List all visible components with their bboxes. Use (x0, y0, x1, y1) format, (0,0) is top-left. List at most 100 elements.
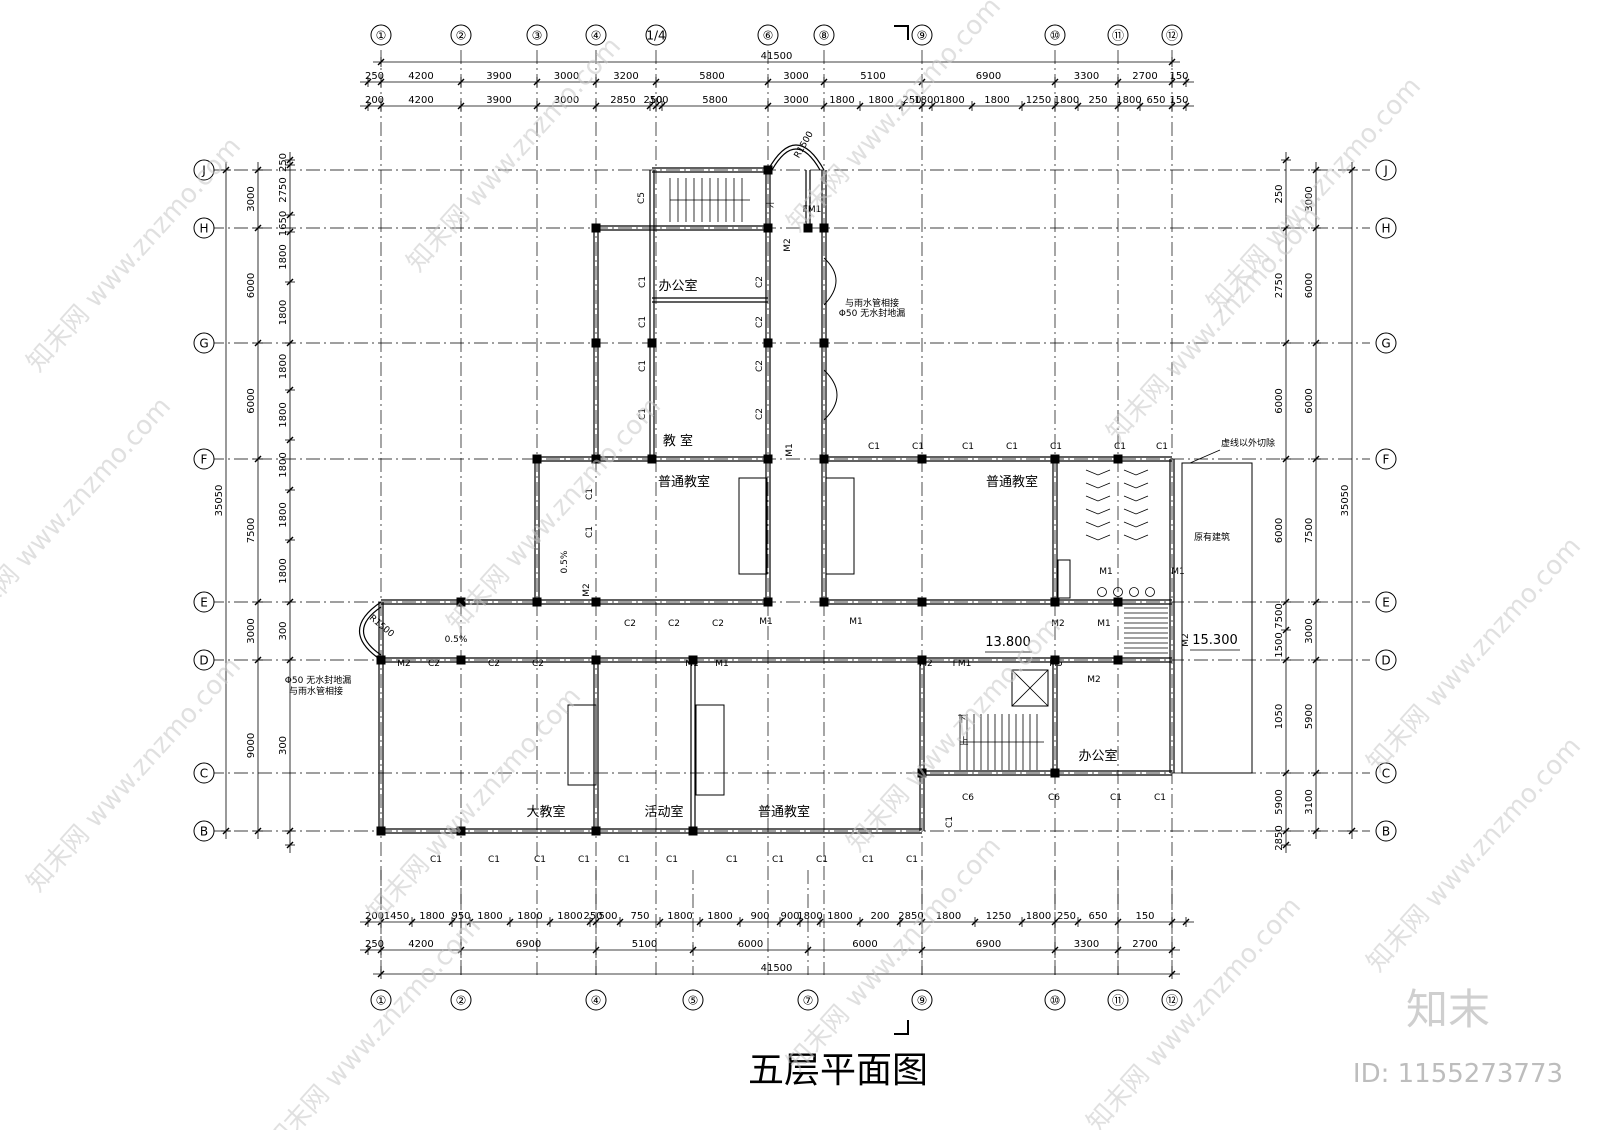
dim-top-row1-text: 3200 (613, 71, 638, 82)
dim-top-row2-slash (592, 102, 600, 110)
dim-top-row2-text: 2850 (610, 95, 635, 106)
dim-bottom-row1-slash (1168, 918, 1176, 926)
axis-left-H-label: H (199, 222, 208, 236)
watermark-text: 知末网 www.znzmo.com (781, 832, 1007, 1078)
dim-left-inner-slash (286, 598, 294, 606)
dim-bottom-row1-text: 1800 (667, 911, 692, 922)
dim-bottom-row1-text: 1800 (707, 911, 732, 922)
dim-top-row1-text: 3000 (783, 71, 808, 82)
opening-tag-m5: M5 (1049, 659, 1063, 669)
dim-right-inner-slash (1282, 455, 1290, 463)
dim-bottom-row1-slash (696, 918, 704, 926)
axis-top-4-circle (585, 24, 607, 46)
column (1050, 597, 1060, 607)
dim-top-row1-slash (1168, 78, 1176, 86)
dim-top-row2-text: 1250 (1026, 95, 1051, 106)
dim-bottom-row1-slash (776, 918, 784, 926)
dim-top-row1-slash (1051, 78, 1059, 86)
dim-top-row1-text: 5800 (699, 71, 724, 82)
lift-block-right (825, 477, 855, 575)
axis-bottom-6-circle (911, 989, 933, 1011)
dim-right-inner-text: 250 (1274, 184, 1285, 203)
axis-bottom-9-label: ⑫ (1166, 994, 1178, 1008)
stair-winder (1085, 495, 1111, 502)
axis-top-8-label: ⑨ (917, 29, 928, 43)
cut-note: 虚线以外切除 (1221, 437, 1275, 449)
dim-bottom-row1-text: 750 (630, 911, 649, 922)
stair-down-north: 下 (765, 203, 774, 213)
axis-right-G-label: G (1381, 337, 1390, 351)
dim-top-row2-slash (856, 102, 864, 110)
opening-tag-c2: C2 (755, 276, 765, 288)
dim-top-row1-slash (533, 78, 541, 86)
dim-left-inner-text: 1800 (278, 354, 289, 379)
dim-top-row1-text: 250 (365, 71, 384, 82)
opening-tag-c1: C1 (578, 855, 590, 865)
column (819, 454, 829, 464)
opening-tag-c2: C2 (755, 316, 765, 328)
dim-bottom-row1-text: 500 (598, 911, 617, 922)
dim-bottom-row1-slash (466, 918, 474, 926)
elevator-shaft (1011, 669, 1049, 707)
dim-left-outer-text: 3000 (246, 186, 257, 211)
dim-top-row2-slash (1182, 102, 1190, 110)
dim-left-outer-slash (254, 166, 262, 174)
dim-left-inner-slash (286, 536, 294, 544)
axis-top-5-label: 1/4 (646, 29, 665, 43)
dim-bottom-row2-slash (377, 946, 385, 954)
dim-bottom-row1-slash (408, 918, 416, 926)
dim-top-row1-text: 150 (1169, 71, 1188, 82)
column (688, 655, 698, 665)
dim-left-inner-text: 300 (278, 736, 289, 755)
dim-top-row2-slash (820, 102, 828, 110)
drain-note-west: Φ50 无水封地漏 (285, 674, 351, 686)
dim-top-row2-text: 100 (649, 95, 668, 106)
column (532, 454, 542, 464)
stair-down: 下 (957, 715, 966, 725)
toilet-fixture (1129, 587, 1139, 597)
column (763, 338, 773, 348)
column (591, 655, 601, 665)
watermark-id: ID: 1155273773 (1353, 1059, 1563, 1089)
dim-bottom-row1-text: 1250 (986, 911, 1011, 922)
opening-tag-c1: C1 (1156, 442, 1168, 452)
dim-top-row1-text: 2700 (1132, 71, 1157, 82)
column (763, 597, 773, 607)
dim-left-total-slash (222, 827, 230, 835)
dim-left-inner-text: 300 (278, 621, 289, 640)
elevation-13800: 13.800 (985, 635, 1031, 650)
dim-right-inner-slash (1282, 598, 1290, 606)
axis-right-C-circle (1375, 762, 1397, 784)
wall-curved-west (358, 601, 382, 661)
dim-bottom-row1-slash (736, 918, 744, 926)
dim-bottom-row1-slash (1114, 918, 1122, 926)
room-classroom-south: 普通教室 (758, 804, 810, 820)
dim-bottom-row2-slash (804, 946, 812, 954)
dim-top-row1-slash (1182, 78, 1190, 86)
dim-right-outer-slash (1312, 598, 1320, 606)
opening-tag-m2: M2 (919, 659, 933, 669)
axis-top-3-circle (526, 24, 548, 46)
dim-bottom-row1-slash (364, 918, 372, 926)
dim-bottom-row1-slash (1074, 918, 1082, 926)
axis-top-10-circle (1107, 24, 1129, 46)
axis-right-H-label: H (1381, 222, 1390, 236)
dim-top-row2-text: 1800 (939, 95, 964, 106)
dim-bottom-row1-slash (586, 918, 594, 926)
axis-top-3-label: ③ (532, 29, 543, 43)
toilet-fixture (1145, 587, 1155, 597)
axis-top-10-label: ⑪ (1112, 29, 1124, 43)
dim-right-outer-slash (1312, 769, 1320, 777)
axis-right-C-label: C (1382, 767, 1390, 781)
dim-top-row2-slash (1018, 102, 1026, 110)
dim-left-outer-slash (254, 827, 262, 835)
opening-tag-c1: C1 (638, 316, 648, 328)
dim-bottom-row1-slash (1018, 918, 1026, 926)
opening-tag-c1: C1 (666, 855, 678, 865)
stair-winder (1085, 469, 1111, 476)
dim-bottom-row2-slash (592, 946, 600, 954)
dim-left-outer-text: 9000 (246, 733, 257, 758)
dim-right-outer-slash (1312, 827, 1320, 835)
dim-top-row2-slash (1051, 102, 1059, 110)
dim-left-inner-slash (286, 386, 294, 394)
